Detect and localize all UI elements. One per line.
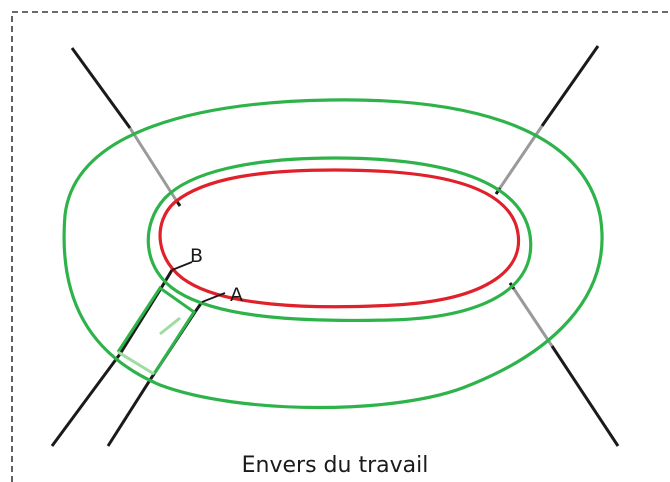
inner-red-loop	[158, 168, 521, 309]
thread-line-a-lower	[106, 379, 152, 447]
thread-line-upper-right-black-outer	[540, 45, 600, 127]
seam-strip-green	[116, 285, 197, 375]
label-a: A	[230, 284, 243, 306]
thread-line-lower-right-gray	[512, 288, 554, 347]
diagram-caption: Envers du travail	[242, 453, 429, 478]
label-b: B	[190, 245, 203, 267]
thread-line-lower-right-black-outer	[550, 345, 620, 447]
leader-line-a	[201, 292, 226, 303]
thread-lines	[50, 45, 620, 447]
thread-line-upper-left-black-outer	[70, 47, 132, 129]
leader-line-b	[171, 261, 193, 271]
seam-strip-light-green	[117, 350, 155, 376]
thread-line-upper-left-gray	[128, 127, 178, 201]
middle-green-loop	[146, 156, 533, 323]
thread-line-b-lower	[50, 353, 122, 447]
outer-green-loop	[62, 98, 604, 410]
dashed-frame	[11, 11, 670, 482]
thread-line-b-upper	[158, 269, 174, 291]
seam-strip-light-green-inner	[159, 316, 181, 336]
